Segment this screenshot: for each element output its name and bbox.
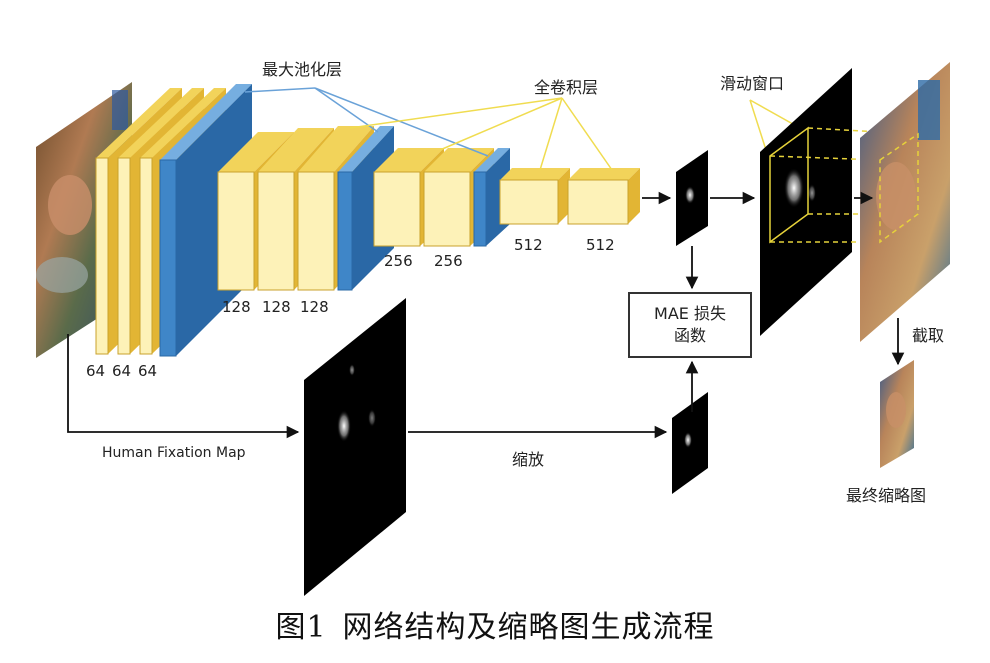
sliding-window-label: 滑动窗口: [720, 74, 785, 93]
full-conv-label: 全卷积层: [534, 78, 599, 97]
channel-label: 512: [514, 236, 543, 254]
max-pooling-callout-lines: [244, 87, 489, 157]
crop-label: 截取: [912, 326, 945, 345]
channel-label: 128: [222, 298, 251, 316]
final-thumbnail-image: [880, 360, 914, 468]
full-conv-callout-lines: [349, 97, 613, 171]
flow-arrows: [67, 191, 905, 439]
fully-conv-block: [499, 168, 640, 225]
sliding-window-map: [760, 68, 919, 336]
channel-label: 256: [384, 252, 413, 270]
human-fixation-map-label: Human Fixation Map: [102, 445, 246, 461]
channel-label: 256: [434, 252, 463, 270]
channel-label: 64: [86, 362, 106, 380]
channel-label: 64: [112, 362, 132, 380]
final-thumbnail-label: 最终缩略图: [846, 486, 927, 505]
original-image-crop: [860, 62, 950, 342]
channel-label: 128: [262, 298, 291, 316]
figure-title: 网络结构及缩略图生成流程: [342, 610, 715, 645]
figure-caption: 图1 网络结构及缩略图生成流程: [0, 602, 990, 646]
predicted-saliency-map: [676, 150, 708, 246]
mae-loss-box: MAE 损失 函数: [628, 292, 752, 358]
scale-label: 缩放: [512, 450, 545, 469]
conv-block-3: [373, 148, 510, 247]
channel-label: 64: [138, 362, 158, 380]
conv-block-2: [217, 126, 394, 291]
scaled-fixation-map: [672, 392, 708, 494]
channel-label: 512: [586, 236, 615, 254]
arrow-input-to-fixation: [67, 334, 300, 439]
channel-label: 128: [300, 298, 329, 316]
mae-loss-label-line1: MAE 损失: [654, 304, 726, 323]
max-pooling-label: 最大池化层: [262, 60, 343, 79]
fc-conv-layer: [567, 168, 640, 225]
fc-conv-layer: [499, 168, 570, 225]
mae-loss-label-line2: 函数: [673, 326, 706, 345]
human-fixation-map-image: [304, 298, 406, 596]
figure-number: 图1: [275, 610, 327, 645]
